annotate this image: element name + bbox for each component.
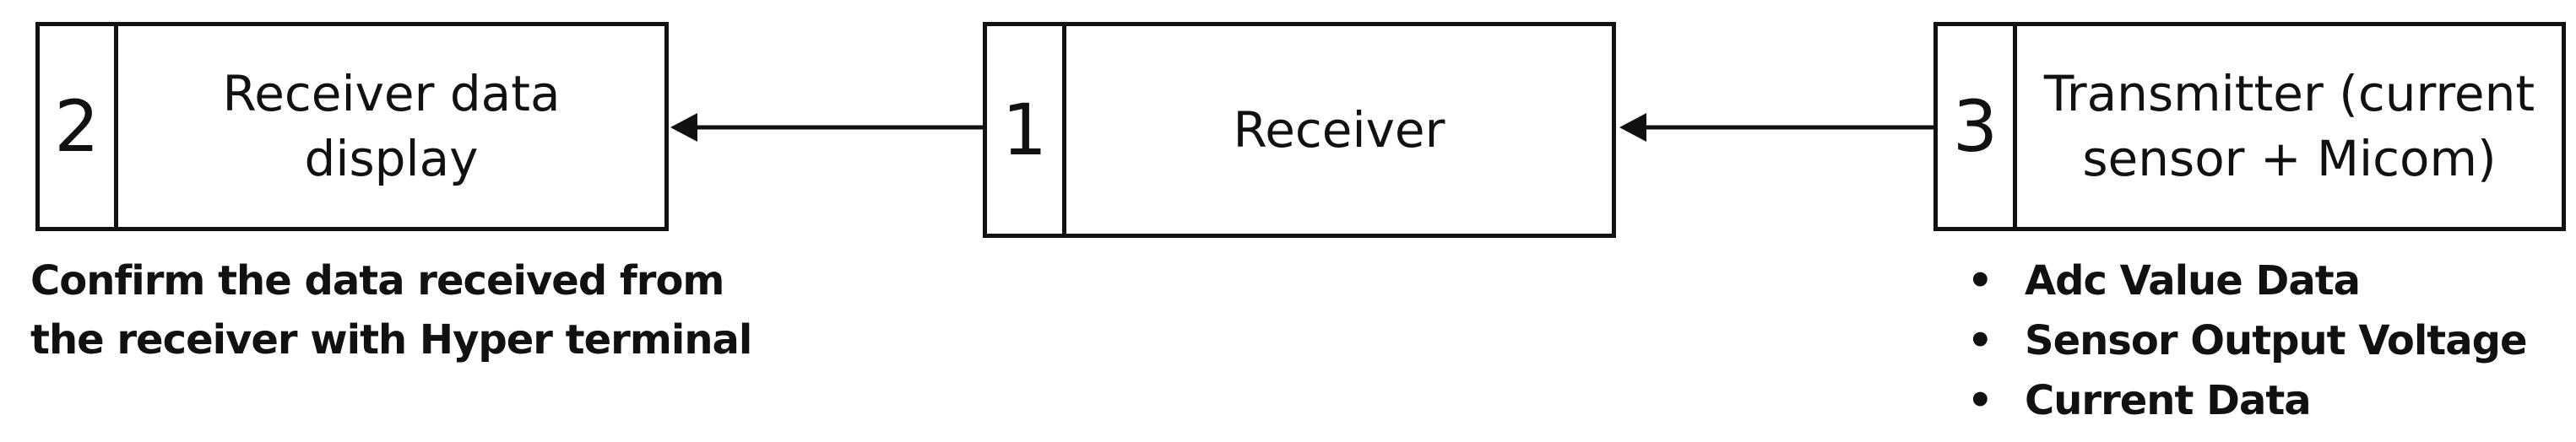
list-item: Current Data: [1957, 371, 2527, 431]
label-line: Receiver data: [222, 65, 561, 123]
label-line: Transmitter (current: [2043, 65, 2535, 123]
note-line: the receiver with Hyper terminal: [30, 316, 752, 364]
note-line: Confirm the data received from: [30, 257, 724, 305]
block-label: Receiver: [1066, 26, 1612, 234]
arrowhead-icon: [1619, 113, 1646, 142]
transmitter-block: 3 Transmitter (current sensor + Micom): [1933, 22, 2566, 231]
receiver-display-block: 2 Receiver data display: [35, 22, 669, 231]
arrowhead-icon: [670, 113, 697, 142]
block-label: Receiver data display: [118, 26, 664, 227]
block-number: 2: [40, 26, 118, 227]
block-label: Transmitter (current sensor + Micom): [2017, 26, 2562, 227]
display-note: Confirm the data received from the recei…: [30, 251, 752, 369]
list-item: Adc Value Data: [1957, 251, 2527, 311]
label-line: sensor + Micom): [2082, 130, 2497, 187]
block-number: 1: [987, 26, 1066, 234]
block-number: 3: [1938, 26, 2017, 227]
label-line: Receiver: [1233, 100, 1445, 159]
receiver-block: 1 Receiver: [983, 22, 1616, 238]
transmitter-data-list: Adc Value Data Sensor Output Voltage Cur…: [1957, 251, 2528, 431]
label-line: display: [304, 130, 479, 187]
list-item: Sensor Output Voltage: [1957, 311, 2528, 371]
